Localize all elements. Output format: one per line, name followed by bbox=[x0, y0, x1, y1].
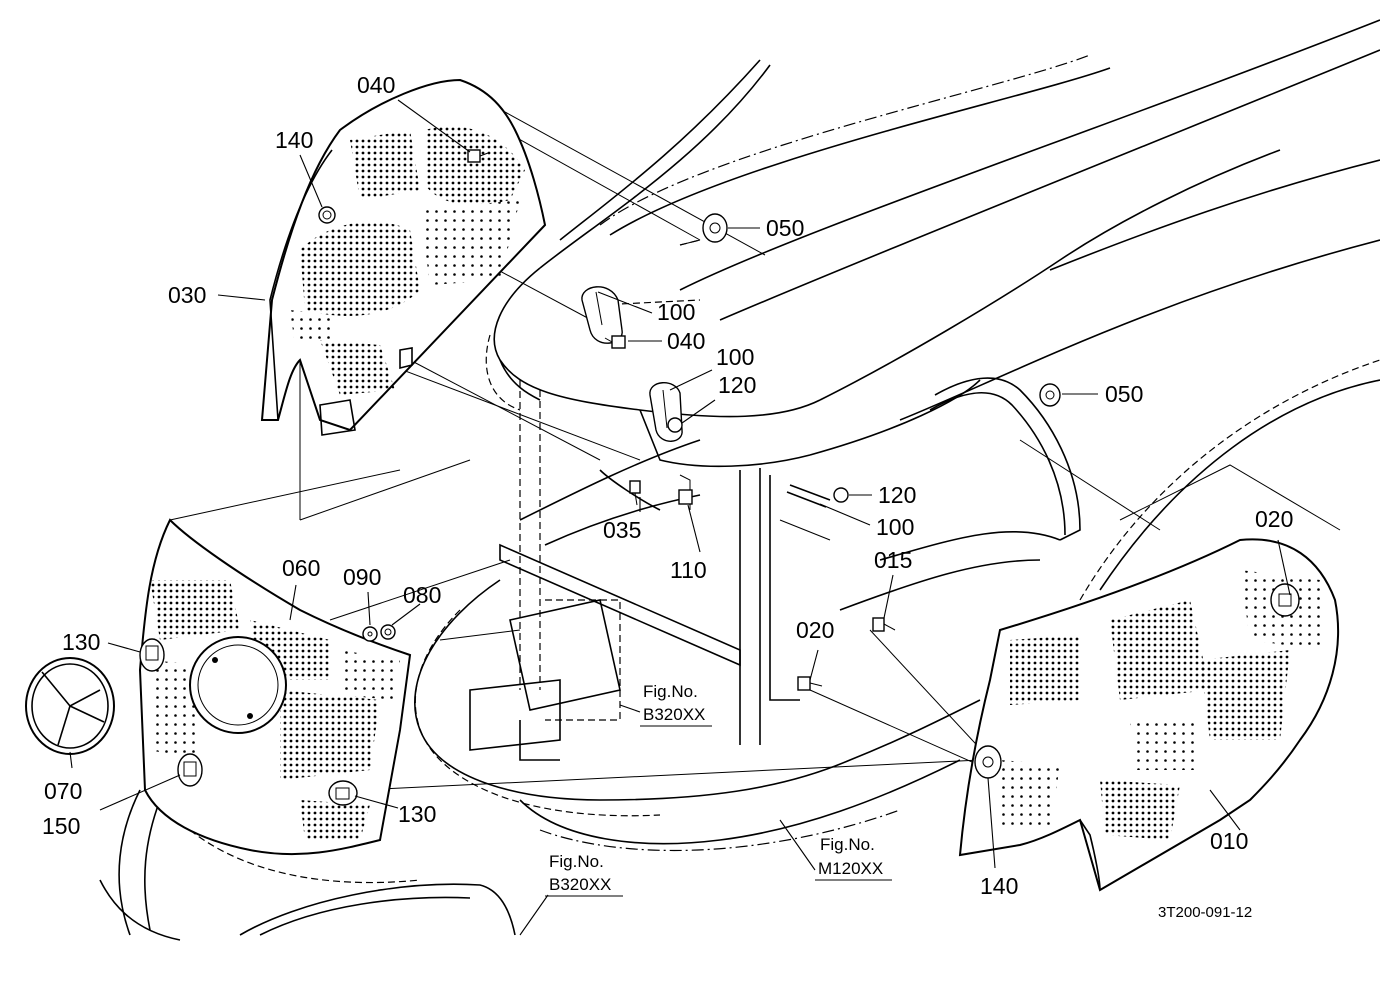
label-100-middle: 100 bbox=[716, 344, 754, 370]
clip-050-right bbox=[1039, 383, 1061, 407]
label-050-right: 050 bbox=[1105, 381, 1143, 407]
fig-ref-b320-lower: Fig.No. B320XX bbox=[545, 852, 623, 897]
label-015: 015 bbox=[874, 547, 912, 573]
clip-130-left bbox=[139, 638, 165, 672]
nut-080 bbox=[380, 624, 396, 640]
drawing-id: 3T200-091-12 bbox=[1158, 904, 1252, 921]
bolt-110 bbox=[678, 489, 693, 505]
label-060: 060 bbox=[282, 555, 320, 581]
fig-ref-number: M120XX bbox=[818, 859, 883, 878]
label-120-upper: 120 bbox=[718, 372, 756, 398]
side-panel-010 bbox=[958, 538, 1340, 892]
slot-100-upper bbox=[581, 286, 623, 344]
fig-ref-label: Fig.No. bbox=[549, 852, 604, 871]
clip-130-lower bbox=[328, 780, 358, 806]
label-050-upper: 050 bbox=[766, 215, 804, 241]
label-100-upper: 100 bbox=[657, 299, 695, 325]
label-130-left: 130 bbox=[62, 629, 100, 655]
label-120-right: 120 bbox=[878, 482, 916, 508]
label-010: 010 bbox=[1210, 828, 1248, 854]
bolt-015 bbox=[872, 617, 896, 632]
clip-150 bbox=[177, 753, 203, 787]
bolt-035 bbox=[629, 480, 641, 506]
label-020-right: 020 bbox=[1255, 506, 1293, 532]
figure-references: Fig.No. B320XX Fig.No. M120XX Fig.No. B3… bbox=[545, 682, 892, 897]
fig-ref-m120: Fig.No. M120XX bbox=[815, 835, 892, 881]
label-130-lower: 130 bbox=[398, 801, 436, 827]
clip-050-upper bbox=[702, 213, 728, 243]
slot-100-middle bbox=[649, 382, 683, 442]
hood-body-outline bbox=[99, 19, 1380, 941]
bolt-020-middle bbox=[797, 676, 823, 691]
label-150: 150 bbox=[42, 813, 80, 839]
label-140-right: 140 bbox=[980, 873, 1018, 899]
label-035: 035 bbox=[603, 517, 641, 543]
label-030: 030 bbox=[168, 282, 206, 308]
fig-ref-b320-middle: Fig.No. B320XX bbox=[640, 682, 712, 727]
bolt-040-upper bbox=[467, 149, 489, 163]
nut-140-upper bbox=[318, 206, 336, 224]
fig-ref-number: B320XX bbox=[549, 875, 611, 894]
nut-120-right bbox=[833, 487, 849, 503]
nut-120-upper bbox=[667, 417, 683, 433]
label-140-upper: 140 bbox=[275, 127, 313, 153]
part-labels: 040 140 050 030 100 040 100 120 050 120 … bbox=[42, 72, 1293, 899]
label-040-upper: 040 bbox=[357, 72, 395, 98]
fig-ref-number: B320XX bbox=[643, 705, 705, 724]
headlight-070 bbox=[25, 657, 115, 755]
side-panel-030 bbox=[260, 78, 547, 436]
fig-ref-label: Fig.No. bbox=[820, 835, 875, 854]
label-020-middle: 020 bbox=[796, 617, 834, 643]
fig-ref-label: Fig.No. bbox=[643, 682, 698, 701]
label-040-lower: 040 bbox=[667, 328, 705, 354]
clip-140-right bbox=[974, 745, 1002, 779]
label-090: 090 bbox=[343, 564, 381, 590]
bolt-040-lower bbox=[604, 335, 626, 349]
label-110: 110 bbox=[670, 557, 707, 583]
label-100-right: 100 bbox=[876, 514, 914, 540]
label-070: 070 bbox=[44, 778, 82, 804]
front-panel-060 bbox=[138, 518, 412, 856]
washer-090 bbox=[362, 626, 378, 642]
leader-lines bbox=[69, 99, 1291, 936]
clip-020-right bbox=[1270, 583, 1300, 617]
label-080: 080 bbox=[403, 582, 441, 608]
rod-100-right bbox=[786, 484, 831, 508]
fasteners bbox=[139, 149, 1300, 806]
